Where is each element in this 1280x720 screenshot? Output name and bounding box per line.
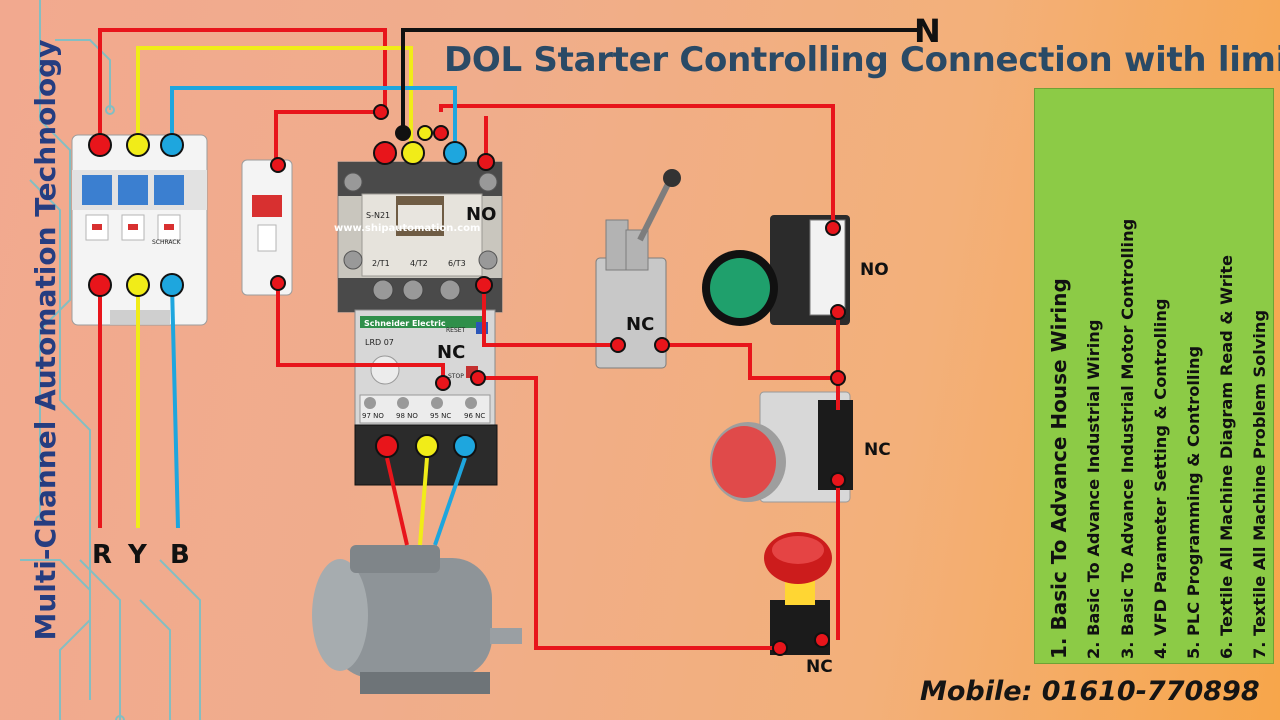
mobile-number: Mobile: 01610-770898: [920, 676, 1260, 707]
reset-text: RESET: [446, 327, 466, 334]
course-item: 1. Basic To Advance House Wiring: [1047, 278, 1072, 659]
mcb-brand-text: SCHRACK: [152, 239, 182, 246]
contactor-model-text: S-N21: [366, 211, 390, 220]
emergency-button-label: NC: [806, 657, 833, 677]
aux-97-text: 97 NO: [362, 412, 384, 420]
stop-pushbutton: [710, 391, 853, 503]
control-mcb: [241, 159, 293, 296]
aux-98-text: 98 NO: [396, 412, 418, 420]
start-button-label: NO: [860, 260, 889, 280]
phase-wires: [98, 28, 918, 546]
course-item: 6. Textile All Machine Diagram Read & Wr…: [1217, 255, 1237, 659]
motor: [312, 545, 522, 694]
channel-name: Multi-Channel Automation Technology: [28, 39, 62, 641]
course-list: 1. Basic To Advance House Wiring 2. Basi…: [1041, 89, 1277, 659]
aux-95-text: 95 NC: [430, 412, 451, 420]
phase-b-label: B: [170, 540, 190, 570]
limit-switch-label: NC: [626, 314, 655, 335]
t2-label: 4/T2: [410, 259, 428, 268]
phase-y-label: Y: [128, 540, 147, 570]
course-list-panel: 1. Basic To Advance House Wiring 2. Basi…: [1034, 88, 1274, 664]
circuit-traces: [20, 0, 201, 720]
limit-switch: [595, 169, 681, 369]
diagram-title: DOL Starter Controlling Connection with …: [444, 40, 1280, 80]
neutral-label: N: [914, 12, 941, 50]
overload-brand-text: Schneider Electric: [364, 319, 446, 328]
t1-label: 2/T1: [372, 259, 390, 268]
start-pushbutton: [702, 215, 850, 326]
course-item: 3. Basic To Advance Industrial Motor Con…: [1117, 218, 1137, 659]
course-item: 5. PLC Programming & Controlling: [1183, 345, 1203, 659]
course-item: 4. VFD Parameter Setting & Controlling: [1150, 298, 1170, 659]
t3-label: 6/T3: [448, 259, 466, 268]
course-item: 2. Basic To Advance Industrial Wiring: [1084, 319, 1104, 659]
aux-96-text: 96 NC: [464, 412, 485, 420]
course-item: 7. Textile All Machine Problem Solving: [1250, 309, 1270, 659]
contactor: S-N21 www.shipautomation.com 2/T1 4/T2 6…: [334, 161, 503, 313]
overload-contact-label: NC: [437, 342, 466, 363]
terminals: [88, 104, 846, 656]
overload-model-text: LRD 07: [365, 338, 394, 347]
stop-text: STOP: [448, 373, 464, 380]
contactor-aux-label: NO: [466, 204, 497, 225]
watermark: www.shipautomation.com: [334, 223, 480, 234]
phase-r-label: R: [92, 540, 113, 570]
stop-button-label: NC: [864, 440, 891, 460]
